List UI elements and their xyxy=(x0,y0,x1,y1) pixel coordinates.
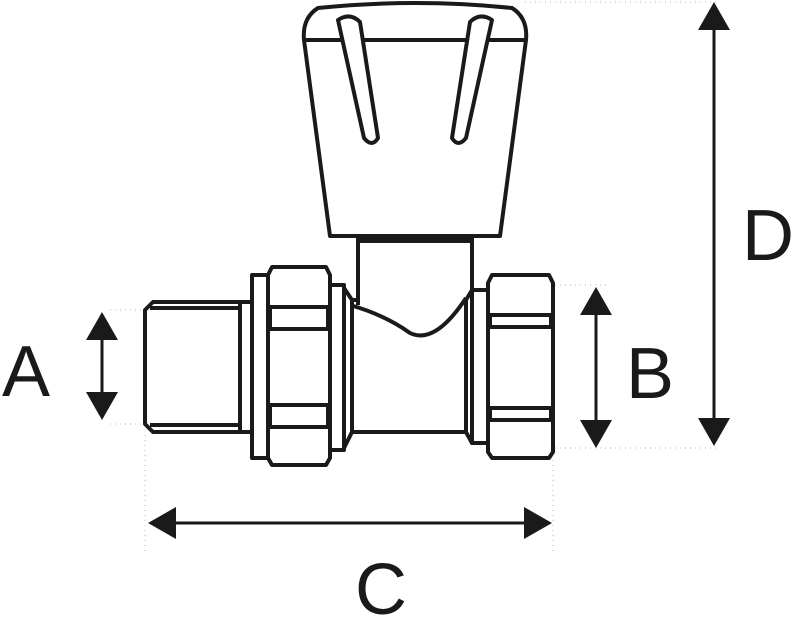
dimension-b: B xyxy=(580,287,674,448)
handle-grip xyxy=(336,14,380,145)
arrow-heads xyxy=(86,312,118,420)
label-a: A xyxy=(2,332,50,412)
valve-drawing xyxy=(143,1,555,467)
guide-lines xyxy=(110,1,720,555)
right-ring xyxy=(470,288,490,445)
label-d: D xyxy=(742,196,794,276)
left-ring xyxy=(250,273,270,460)
right-nut xyxy=(486,273,555,460)
label-b: B xyxy=(626,334,674,414)
label-c: C xyxy=(355,550,407,619)
dimension-c: C xyxy=(148,507,552,619)
left-pipe xyxy=(143,300,242,434)
left-nut xyxy=(266,265,332,467)
valve-handle xyxy=(301,1,529,238)
dimension-a: A xyxy=(2,312,118,420)
dimension-d: D xyxy=(698,2,794,446)
handle-grip xyxy=(450,14,494,145)
